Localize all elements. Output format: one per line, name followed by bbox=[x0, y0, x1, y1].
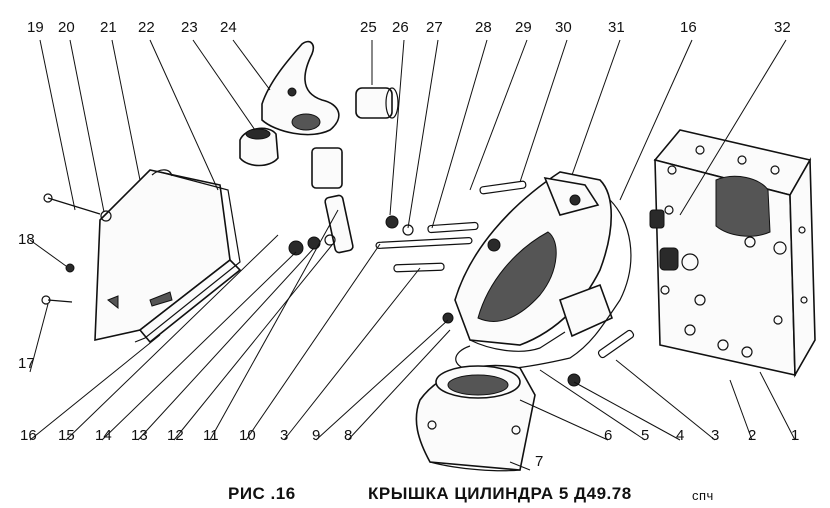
callout-15: 15 bbox=[58, 427, 75, 444]
side-cover-21 bbox=[94, 169, 242, 344]
callout-17: 17 bbox=[18, 355, 35, 372]
callout-21: 21 bbox=[100, 19, 117, 36]
callout-9: 9 bbox=[312, 427, 321, 444]
callout-3-left: 3 bbox=[280, 427, 289, 444]
callout-18: 18 bbox=[18, 231, 35, 248]
callout-25: 25 bbox=[360, 19, 377, 36]
callout-22: 22 bbox=[138, 19, 155, 36]
cylinder-head-block bbox=[653, 129, 816, 378]
callout-1: 1 bbox=[791, 427, 800, 444]
callout-8: 8 bbox=[344, 427, 353, 444]
callout-5: 5 bbox=[641, 427, 650, 444]
boot-23 bbox=[239, 127, 279, 167]
callout-13: 13 bbox=[131, 427, 148, 444]
callout-7: 7 bbox=[535, 453, 544, 470]
valve-cover-housing bbox=[454, 171, 614, 352]
leader-lines bbox=[29, 39, 796, 471]
callout-4: 4 bbox=[676, 427, 685, 444]
rocker-arm-24 bbox=[261, 40, 340, 136]
studs bbox=[41, 180, 635, 359]
callout-14: 14 bbox=[95, 427, 112, 444]
callout-16-bottom: 16 bbox=[20, 427, 37, 444]
gasket-22 bbox=[134, 171, 241, 343]
callout-32: 32 bbox=[774, 19, 791, 36]
small-parts bbox=[65, 147, 581, 387]
callout-6: 6 bbox=[604, 427, 613, 444]
bushing-25 bbox=[355, 87, 399, 119]
figure-label: РИС .16 bbox=[228, 484, 296, 503]
callout-24: 24 bbox=[220, 19, 237, 36]
callout-30: 30 bbox=[555, 19, 572, 36]
callout-27: 27 bbox=[426, 19, 443, 36]
callout-28: 28 bbox=[475, 19, 492, 36]
lower-elbow-housing bbox=[415, 364, 536, 472]
callout-10: 10 bbox=[239, 427, 256, 444]
callout-3-right: 3 bbox=[711, 427, 720, 444]
figure-title: КРЫШКА ЦИЛИНДРА 5 Д49.78 bbox=[368, 484, 632, 503]
figure-suffix: спч bbox=[692, 488, 714, 503]
callout-19: 19 bbox=[27, 19, 44, 36]
callout-23: 23 bbox=[181, 19, 198, 36]
callout-20: 20 bbox=[58, 19, 75, 36]
callout-12: 12 bbox=[167, 427, 184, 444]
callout-29: 29 bbox=[515, 19, 532, 36]
callout-11: 11 bbox=[203, 427, 219, 444]
callout-31: 31 bbox=[608, 19, 625, 36]
callout-26: 26 bbox=[392, 19, 409, 36]
callout-2: 2 bbox=[748, 427, 757, 444]
callout-16-top: 16 bbox=[680, 19, 697, 36]
block-stud-32 bbox=[649, 209, 679, 271]
